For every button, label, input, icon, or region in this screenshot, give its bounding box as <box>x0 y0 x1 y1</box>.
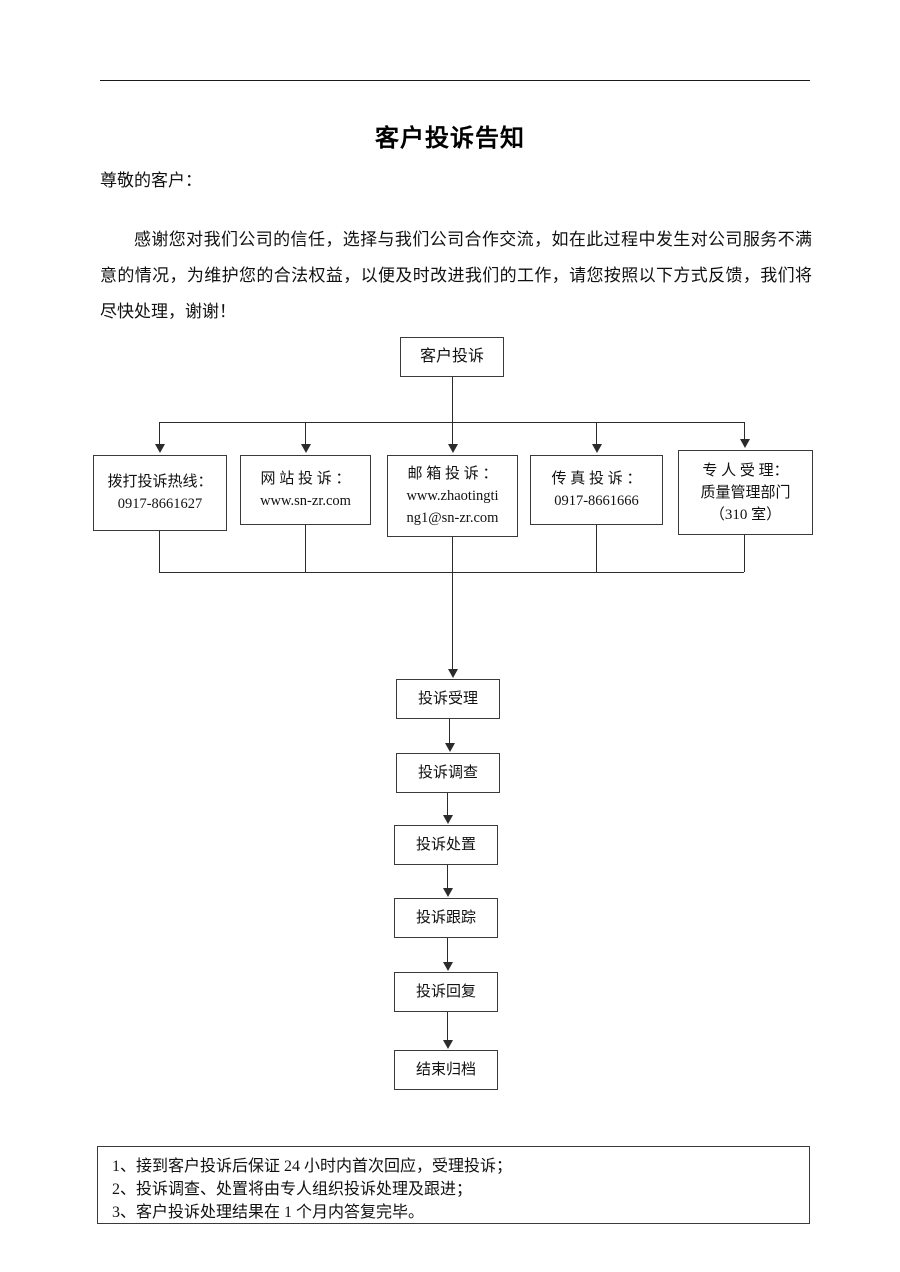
connector-handle-track <box>447 865 448 889</box>
header-rule <box>100 80 810 81</box>
arrow-accept <box>448 669 458 678</box>
flow-node-email-value-line1: www.zhaotingti <box>406 488 499 504</box>
arrow-track <box>443 888 453 897</box>
connector-drop-person <box>744 422 745 440</box>
connector-investigate-handle <box>447 793 448 816</box>
flow-node-person-value-line1: 质量管理部门 <box>700 484 791 501</box>
arrow-close <box>443 1040 453 1049</box>
note-item-1: 1、接到客户投诉后保证 24 小时内首次回应，受理投诉； <box>112 1158 513 1175</box>
flow-node-hotline-value: 0917-8661627 <box>117 496 203 512</box>
connector-drop-email <box>452 422 453 445</box>
salutation: 尊敬的客户： <box>100 171 202 190</box>
arrow-investigate <box>445 743 455 752</box>
flow-node-person: 专 人 受 理： 质量管理部门 （310 室） <box>678 450 813 535</box>
connector-drop-fax <box>596 422 597 445</box>
flow-node-handle: 投诉处置 <box>394 825 498 865</box>
connector-start-down <box>452 377 453 422</box>
flow-node-investigate: 投诉调查 <box>396 753 500 793</box>
arrow-fax <box>592 444 602 453</box>
connector-reply-close <box>447 1012 448 1041</box>
flow-node-close: 结束归档 <box>394 1050 498 1090</box>
flow-node-close-label: 结束归档 <box>415 1062 476 1078</box>
flow-node-person-value-line2: （310 室） <box>709 506 782 523</box>
connector-drop-hotline <box>159 422 160 445</box>
note-item-2: 2、投诉调查、处置将由专人组织投诉处理及跟进； <box>112 1181 473 1198</box>
connector-merge-website <box>305 525 306 572</box>
connector-merge-person <box>744 535 745 572</box>
flow-node-accept-label: 投诉受理 <box>417 691 478 707</box>
flow-node-start-label: 客户投诉 <box>419 348 484 365</box>
connector-accept-investigate <box>449 719 450 744</box>
connector-track-reply <box>447 938 448 963</box>
flow-node-hotline-title: 拨打投诉热线： <box>107 474 213 490</box>
flow-node-reply-label: 投诉回复 <box>415 984 476 1000</box>
flow-node-handle-label: 投诉处置 <box>415 837 476 853</box>
arrow-hotline <box>155 444 165 453</box>
note-item-3: 3、客户投诉处理结果在 1 个月内答复完毕。 <box>112 1204 425 1221</box>
body-paragraph: 感谢您对我们公司的信任，选择与我们公司合作交流，如在此过程中发生对公司服务不满意… <box>100 230 812 321</box>
flow-node-accept: 投诉受理 <box>396 679 500 719</box>
flow-node-email: 邮 箱 投 诉 ： www.zhaotingti ng1@sn-zr.com <box>387 455 518 537</box>
flow-node-website-value: www.sn-zr.com <box>260 493 351 509</box>
flow-node-investigate-label: 投诉调查 <box>417 765 478 781</box>
arrow-handle <box>443 815 453 824</box>
arrow-person <box>740 439 750 448</box>
flow-node-track: 投诉跟踪 <box>394 898 498 938</box>
flow-node-track-label: 投诉跟踪 <box>415 910 476 926</box>
flow-node-email-title: 邮 箱 投 诉 ： <box>407 466 498 482</box>
connector-merge-fax <box>596 525 597 572</box>
connector-merge-down <box>452 572 453 670</box>
connector-split-bus <box>159 422 744 423</box>
flow-node-fax-value: 0917-8661666 <box>554 493 639 509</box>
flow-node-hotline: 拨打投诉热线： 0917-8661627 <box>93 455 227 531</box>
flow-node-fax-title: 传 真 投 诉 ： <box>551 471 642 487</box>
flow-node-email-value-line2: ng1@sn-zr.com <box>406 510 499 526</box>
arrow-website <box>301 444 311 453</box>
page-title: 客户投诉告知 <box>375 125 525 152</box>
connector-merge-email <box>452 537 453 572</box>
notes-box: 1、接到客户投诉后保证 24 小时内首次回应，受理投诉； 2、投诉调查、处置将由… <box>97 1146 810 1224</box>
connector-merge-bus <box>159 572 744 573</box>
flow-node-person-title: 专 人 受 理： <box>702 462 789 479</box>
flow-node-website-title: 网 站 投 诉 ： <box>260 471 351 487</box>
connector-drop-website <box>305 422 306 445</box>
flow-node-start: 客户投诉 <box>400 337 504 377</box>
arrow-reply <box>443 962 453 971</box>
arrow-email <box>448 444 458 453</box>
flow-node-fax: 传 真 投 诉 ： 0917-8661666 <box>530 455 663 525</box>
flow-node-reply: 投诉回复 <box>394 972 498 1012</box>
connector-merge-hotline <box>159 531 160 572</box>
flow-node-website: 网 站 投 诉 ： www.sn-zr.com <box>240 455 371 525</box>
